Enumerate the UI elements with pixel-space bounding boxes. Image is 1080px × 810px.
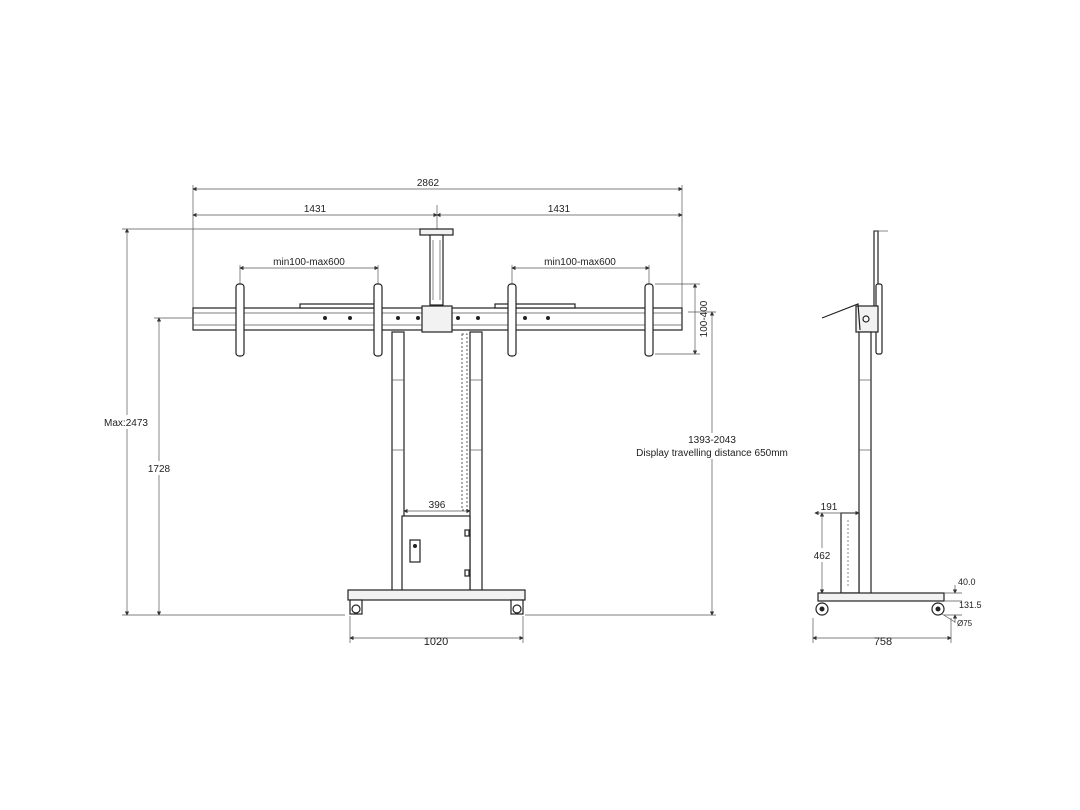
half-width-right-label: 1431: [548, 204, 571, 215]
side-cabinet: [840, 512, 860, 594]
side-column: [858, 331, 872, 597]
travel-range-label: 1393-2043: [688, 435, 736, 446]
cabinet-depth-label: 191: [821, 502, 838, 513]
side-view: 191 462 40.0 131.5 Ø75: [812, 230, 982, 648]
side-top-bracket: [821, 230, 888, 355]
cabinet-height-label: 462: [814, 551, 831, 562]
dim-overall-width: 2862: [192, 178, 683, 308]
base-width-label: 1020: [424, 636, 448, 648]
cabinet-width-label: 396: [429, 500, 446, 511]
dim-cabinet-width: 396: [403, 500, 471, 514]
dim-column-height: 1728: [145, 317, 192, 616]
dim-side-cabinet-height: 462: [812, 512, 834, 594]
caster-offset-label: 40.0: [958, 577, 976, 587]
dim-max-height: Max:2473: [100, 228, 420, 616]
overall-width-label: 2862: [417, 178, 440, 189]
column-height-label: 1728: [148, 464, 171, 475]
vesa-right-label: min100-max600: [544, 257, 616, 268]
lift-columns: [391, 331, 483, 593]
travel-note-label: Display travelling distance 650mm: [636, 448, 788, 459]
base: [347, 589, 526, 615]
half-width-left-label: 1431: [304, 204, 327, 215]
cabinet: [401, 515, 471, 593]
dim-vesa-height: 100-400: [655, 283, 710, 355]
dim-half-widths: 1431 1431: [192, 204, 683, 232]
dim-travel: 1393-2043 Display travelling distance 65…: [525, 311, 788, 616]
front-view: 2862 1431 1431 min100-max600 min100-max6…: [100, 178, 788, 648]
base-height-label: 131.5: [959, 600, 982, 610]
max-height-label: Max:2473: [104, 418, 148, 429]
dim-base-width: 1020: [349, 616, 524, 648]
top-mast: [419, 228, 454, 306]
dim-vesa: min100-max600 min100-max600: [239, 257, 650, 284]
vesa-left-label: min100-max600: [273, 257, 345, 268]
vesa-height-label: 100-400: [699, 300, 710, 337]
base-depth-label: 758: [874, 636, 892, 648]
horizontal-beam: [192, 303, 683, 333]
dim-side-cabinet-depth: 191: [814, 502, 860, 516]
caster-diameter-label: Ø75: [957, 619, 973, 628]
dim-side-base-depth: 758: [812, 618, 952, 648]
dim-side-base-details: 40.0 131.5 Ø75: [941, 577, 982, 628]
side-base: [815, 592, 945, 616]
vesa-brackets: [235, 283, 654, 357]
